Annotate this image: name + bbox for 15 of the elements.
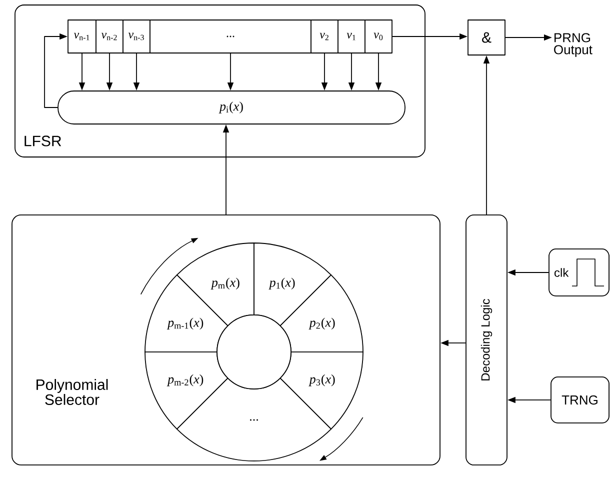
trng-box: TRNG: [550, 376, 610, 424]
hub-circle: [216, 314, 292, 390]
wheel-sector: p$_{m-2}$(x): [144, 352, 228, 430]
register-cell: v$_{2}$: [310, 20, 338, 54]
output-label: PRNG Output: [554, 33, 592, 57]
register-cell: v$_{n-1}$: [68, 20, 96, 54]
register-cell: v$_{n-3}$: [122, 20, 150, 54]
register-cell: v$_{1}$: [338, 20, 366, 54]
and-gate-box: &: [468, 20, 506, 56]
polynomial-pill: p$_{i}$(x): [58, 90, 406, 124]
register-cell: v$_{0}$: [364, 20, 392, 54]
register-cell: v$_{n-2}$: [96, 20, 124, 54]
wheel-sector: p$_{3}$(x): [280, 352, 364, 430]
decoding-box: Decoding Logic: [466, 214, 508, 466]
clock-box: clk: [548, 248, 610, 296]
